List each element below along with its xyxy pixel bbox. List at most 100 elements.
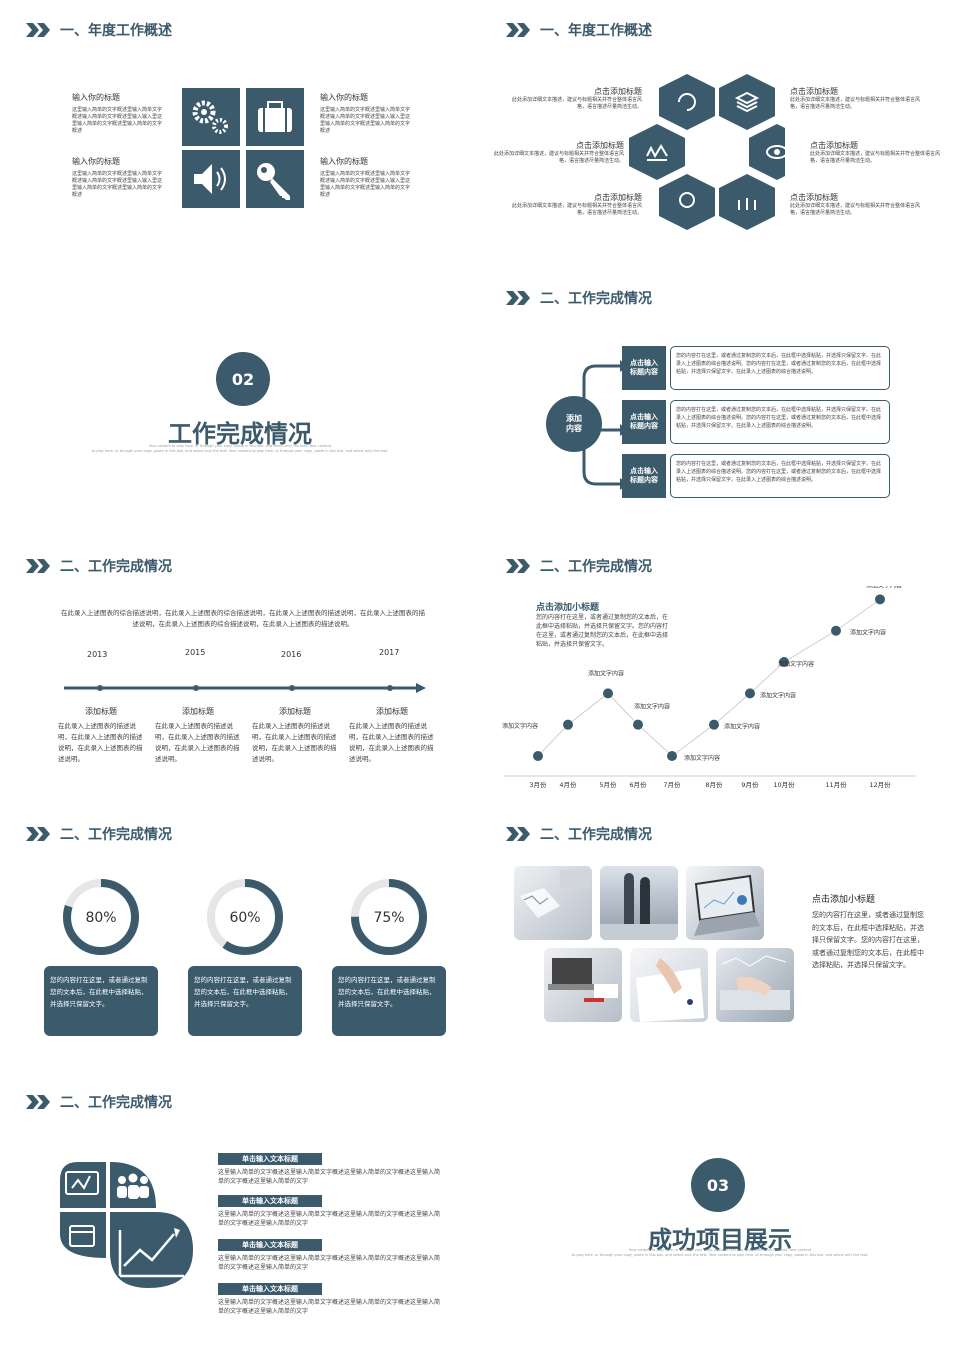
timeline-year: 2015 <box>185 648 206 657</box>
timeline-item-text: 在此录入上述图表的描述说明，在此录入上述图表的描述说明，在此录入上述图表的描述说… <box>349 722 434 763</box>
section-subtitle: Your content to play here, or through yo… <box>480 1248 960 1258</box>
section-title: 二、工作完成情况 <box>60 1095 172 1111</box>
data-point <box>603 688 613 699</box>
timeline-year: 2017 <box>379 648 400 657</box>
hex-item-text: 此处添加详细文本描述，建议与标题相关并符合整体语言风格，语言描述尽量简洁生动。 <box>511 97 642 110</box>
block-text: 这里输入简单的文字概述里输入简单文字概述输入简单的文字概述里输入输入里这里输入简… <box>72 107 163 134</box>
list-item: 单击输入文本标题这里输入简单的文字概述这里输入简单文字概述这里输入简单的文字概述… <box>218 1276 440 1316</box>
section-header: 二、工作完成情况 <box>506 556 652 576</box>
hex-item: 点击添加标题此处添加详细文本描述，建议与标题相关并符合整体语言风格，语言描述尽量… <box>810 140 940 165</box>
text-block: 输入你的标题这里输入简单的文字概述里输入简单文字概述输入简单的文字概述里输入输入… <box>72 156 164 199</box>
data-point <box>667 751 677 761</box>
data-label: 添加文字内容 <box>760 691 796 699</box>
slide-section-02: 02 工作完成情况 Your content to play here, or … <box>0 268 480 536</box>
timeline-item: 添加标题在此录入上述图表的描述说明，在此录入上述图表的描述说明，在此录入上述图表… <box>155 706 241 765</box>
chevron-icon <box>26 559 50 573</box>
text-block: 输入你的标题这里输入简单的文字概述里输入简单文字概述输入简单的文字概述里输入输入… <box>320 156 412 199</box>
chevron-icon <box>26 1095 50 1109</box>
progress-text: 您的内容打在这里，或者通过复制您的文本后，在此框中选择粘贴，并选择只保留文字。 <box>188 966 302 1036</box>
ring-fill <box>207 879 283 955</box>
list-item-title[interactable]: 单击输入文本标题 <box>218 1195 322 1207</box>
list-item-text: 这里输入简单的文字概述这里输入简单文字概述这里输入简单的文字概述这里输入简单的文… <box>218 1169 441 1185</box>
branch-row: 点击输入 标题内容 您的内容打在这里，或者通过复制您的文本后，在此框中选择粘贴，… <box>622 346 892 390</box>
photo-caption: 点击添加小标题 您的内容打在这里，或者通过复制您的文本后，在此框中选择粘贴，并选… <box>812 892 924 972</box>
hex-item-title: 点击添加标题 <box>810 141 858 150</box>
section-title: 一、年度工作概述 <box>60 23 172 39</box>
slide-hex-overview: 一、年度工作概述 点击添加标题此处添加详细文本描述，建议与标题相关并符合整体语言… <box>480 0 960 268</box>
photo-caption-title: 点击添加小标题 <box>812 895 876 905</box>
list-item-title[interactable]: 单击输入文本标题 <box>218 1239 322 1251</box>
hex-item: 点击添加标题此处添加详细文本描述，建议与标题相关并符合整体语言风格，语言描述尽量… <box>510 86 642 111</box>
list-item-text: 这里输入简单的文字概述这里输入简单文字概述这里输入简单的文字概述这里输入简单的文… <box>218 1299 441 1315</box>
photo-keyboard <box>716 948 794 1022</box>
branch-text: 您的内容打在这里，或者通过复制您的文本后，在此框中选择粘贴，并选择只保留文字。在… <box>670 454 890 498</box>
slide-section-03: 03 成功项目展示 Your content to play here, or … <box>480 1072 960 1340</box>
x-tick-label: 12月份 <box>869 780 891 789</box>
branch-row: 点击输入 标题内容 您的内容打在这里，或者通过复制您的文本后，在此框中选择粘贴，… <box>622 454 892 498</box>
timeline-item-text: 在此录入上述图表的描述说明，在此录入上述图表的描述说明，在此录入上述图表的描述说… <box>58 722 143 763</box>
quadrant-icons <box>60 1162 193 1288</box>
x-tick-label: 5月份 <box>599 780 617 789</box>
subtitle-line: to play here, or through your copy, past… <box>571 1253 869 1257</box>
section-title: 一、年度工作概述 <box>540 23 652 39</box>
list-item-title[interactable]: 单击输入文本标题 <box>218 1283 322 1295</box>
section-header: 二、工作完成情况 <box>506 288 652 308</box>
block-text: 这里输入简单的文字概述里输入简单文字概述输入简单的文字概述里输入输入里这里输入简… <box>320 171 411 198</box>
x-tick-label: 7月份 <box>663 780 681 789</box>
photo-writing <box>630 948 708 1022</box>
timeline-item-title: 添加标题 <box>376 707 408 716</box>
section-header: 二、工作完成情况 <box>26 1092 172 1112</box>
timeline-item-text: 在此录入上述图表的描述说明，在此录入上述图表的描述说明，在此录入上述图表的描述说… <box>155 722 240 763</box>
people-icon <box>117 1173 149 1199</box>
section-number-badge: 02 <box>216 352 270 406</box>
slide-branch-diagram: 二、工作完成情况 添加 内容 点击输入 标题内容 您的内容打在这里，或者通过复制… <box>480 268 960 536</box>
data-point <box>831 625 841 636</box>
screen-icon <box>65 1171 99 1195</box>
hex-item: 点击添加标题此处添加详细文本描述，建议与标题相关并符合整体语言风格，语言描述尽量… <box>790 86 920 111</box>
data-label: 添加文字内容 <box>502 722 538 730</box>
branch-label: 点击输入 标题内容 <box>622 346 666 390</box>
data-label: 添加文字内容 <box>866 586 902 589</box>
data-point <box>875 594 885 605</box>
slide-progress-rings: 二、工作完成情况 80%您的内容打在这里，或者通过复制您的文本后，在此框中选择粘… <box>0 804 480 1072</box>
section-header: 二、工作完成情况 <box>506 824 652 844</box>
hex-item: 点击添加标题此处添加详细文本描述，建议与标题相关并符合整体语言风格，语言描述尽量… <box>790 192 920 217</box>
data-point <box>633 719 643 730</box>
chevron-icon <box>506 23 530 37</box>
layers-icon <box>734 91 760 113</box>
section-header: 一、年度工作概述 <box>506 20 652 40</box>
timeline-year: 2016 <box>281 650 302 659</box>
progress-ring: 60% <box>207 879 283 955</box>
slide-line-chart: 二、工作完成情况 点击添加小标题 您的内容打在这里，或者通过复制您的文本后，在此… <box>480 536 960 804</box>
hex-item-text: 此处添加详细文本描述，建议与标题相关并符合整体语言风格，语言描述尽量简洁生动。 <box>790 203 921 216</box>
hex-item-text: 此处添加详细文本描述，建议与标题相关并符合整体语言风格，语言描述尽量简洁生动。 <box>810 151 941 164</box>
slide-timeline: 二、工作完成情况 在此录入上述图表的综合描述说明，在此录入上述图表的综合描述说明… <box>0 536 480 804</box>
data-point <box>745 688 755 699</box>
list-item-title[interactable]: 单击输入文本标题 <box>218 1153 322 1165</box>
progress-card: 75%您的内容打在这里，或者通过复制您的文本后，在此框中选择粘贴，并选择只保留文… <box>332 874 446 1044</box>
timeline-axis <box>64 683 426 693</box>
slide-icon-list: 二、工作完成情况 单击输入文本标题这里输入简单的文字概述这里输入简单文字概述这里… <box>0 1072 480 1340</box>
timeline-item-text: 在此录入上述图表的描述说明，在此录入上述图表的描述说明，在此录入上述图表的描述说… <box>252 722 337 763</box>
data-point <box>533 751 543 761</box>
data-label: 添加文字内容 <box>778 660 814 668</box>
x-tick-label: 9月份 <box>741 780 759 789</box>
refresh-icon <box>678 93 696 111</box>
subtitle-line: Your content to play here, or through yo… <box>628 1248 812 1252</box>
text-block: 输入你的标题这里输入简单的文字概述里输入简单文字概述输入简单的文字概述里输入输入… <box>72 92 164 135</box>
chart-quadrant <box>110 1212 193 1288</box>
branch-label: 点击输入 标题内容 <box>622 400 666 444</box>
section-title: 二、工作完成情况 <box>540 559 652 575</box>
key-icon <box>246 150 304 208</box>
chart-note: 点击添加小标题 您的内容打在这里，或者通过复制您的文本后，在此框中选择粘贴，并选… <box>536 600 672 649</box>
photo-workdesk <box>544 948 622 1022</box>
branch-text: 您的内容打在这里，或者通过复制您的文本后，在此框中选择粘贴，并选择只保留文字。在… <box>670 346 890 390</box>
subtitle-line: Your content to play here, or through yo… <box>148 444 332 448</box>
data-point <box>563 719 573 730</box>
briefcase-icon <box>246 88 304 146</box>
speaker-icon <box>182 150 240 208</box>
section-header: 一、年度工作概述 <box>26 20 172 40</box>
section-title: 二、工作完成情况 <box>540 827 652 843</box>
timeline-year: 2013 <box>87 650 108 659</box>
x-tick-label: 11月份 <box>825 780 847 789</box>
